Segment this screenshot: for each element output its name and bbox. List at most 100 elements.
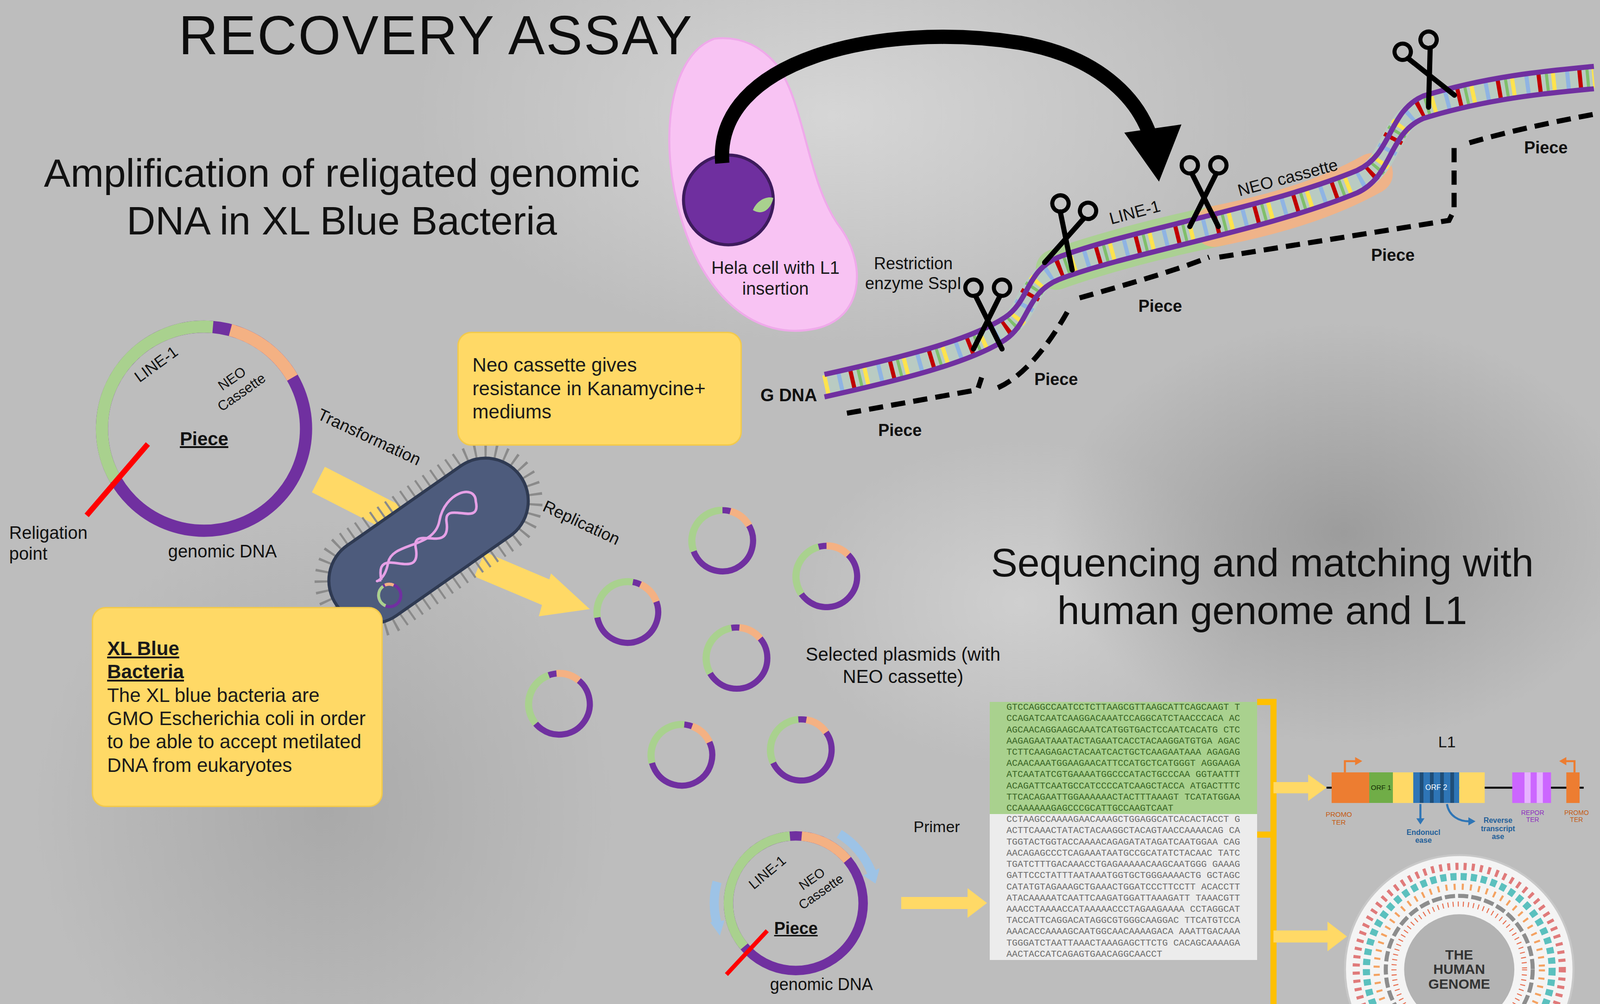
title-holder: RECOVERY ASSAY (178, 2, 694, 69)
art-use (687, 505, 759, 577)
genomic-dna-strand (824, 66, 1594, 398)
label-holder: genomic DNA (770, 974, 873, 995)
part-label: NEO Cassette (781, 854, 852, 917)
connector-line (1273, 930, 1329, 943)
piece-label: Piece (1371, 245, 1415, 266)
art-line (1419, 803, 1422, 820)
art-use (644, 717, 720, 793)
label-holder: PROMO TER (1325, 810, 1353, 827)
box-body: Neo cassette gives resistance in Kanamyc… (472, 353, 727, 424)
art-path (101, 326, 213, 480)
art-polygon (863, 868, 880, 884)
step-label: Replication (539, 495, 624, 549)
label-holder: PROMO TER (1564, 809, 1589, 824)
arrow-head (1327, 921, 1348, 952)
label-holder: NEO Cassette (781, 854, 852, 917)
dna-sequence: CCTAAGCCAAAAGAACAAAGCTGGAGGCATCACACTACCT… (989, 814, 1258, 961)
art-use (1391, 28, 1462, 111)
label-holder: G DNA (760, 385, 817, 407)
art-circle (1376, 886, 1543, 1004)
art-path (362, 486, 486, 586)
dna-sequence: GTCCAGGCCAATCCTCTTAAGCGTTAAGCATTCAGCAAGT… (989, 701, 1258, 815)
section-heading: Amplification of religated genomic DNA i… (40, 149, 643, 245)
sequence-panel: GTCCAGGCCAATCCTCTTAAGCGTTAAGCATTCAGCAAGT… (989, 701, 1258, 961)
art-circle (373, 579, 405, 611)
piece-dashes (847, 114, 1594, 414)
part-label: NEO Cassette (200, 353, 274, 418)
connector-arrow (1273, 921, 1348, 952)
art-path (752, 197, 774, 213)
orf-label: ORF 2 (1425, 784, 1448, 792)
gene-part-label: PROMO TER (1325, 810, 1353, 827)
art-use (706, 627, 768, 689)
label-holder: Replication (539, 495, 624, 549)
part-label: LINE-1 (1106, 196, 1163, 229)
art-use (1036, 193, 1098, 273)
plasmid-ring (81, 306, 327, 552)
label-holder: Endonucl ease (1403, 828, 1444, 845)
label-holder: Piece (1524, 138, 1568, 159)
gene-label: L1 (1438, 732, 1456, 752)
art-circle (1385, 895, 1533, 1004)
orf-label: ORF 1 (1371, 784, 1392, 792)
callout-label: Religation point (9, 522, 110, 565)
result-bracket (1257, 701, 1327, 1004)
scissors (965, 28, 1462, 349)
piece-label: Piece (1138, 296, 1183, 317)
step-label: Transformation (314, 404, 424, 470)
art-line (1257, 831, 1274, 838)
piece-label: Piece (878, 420, 922, 441)
label-holder: Reverse transcript ase (1475, 816, 1521, 842)
art-line (86, 443, 148, 516)
art-path (1447, 803, 1470, 822)
art-circle (683, 155, 774, 246)
cell-label: Hela cell with L1 insertion (706, 257, 846, 300)
enzyme-label: Restriction enzyme SspI (864, 253, 962, 294)
diagram-title: RECOVERY ASSAY (178, 2, 694, 69)
art-path (824, 77, 1594, 386)
art-path (721, 37, 1151, 164)
label-holder: L1 (1438, 732, 1456, 752)
part-label: NEO cassette (1235, 154, 1341, 201)
art-path (1219, 142, 1455, 258)
art-use (965, 279, 1011, 349)
connector-line (901, 897, 968, 910)
art-polygon (1124, 124, 1182, 182)
label-holder: Amplification of religated genomic DNA i… (40, 149, 643, 245)
gene-part-label: REPOR TER (1520, 809, 1545, 824)
label-holder: NEO cassette (1235, 154, 1341, 201)
art-use (588, 573, 667, 652)
art-rect (1536, 772, 1543, 804)
part-label: genomic DNA (770, 974, 873, 995)
art-circle (1403, 914, 1515, 1004)
part-label: Primer (913, 816, 961, 836)
genome-label: THE HUMAN GENOME (1419, 947, 1499, 992)
info-box: XL Blue BacteriaThe XL blue bacteria are… (91, 607, 383, 808)
label-holder: Religation point (9, 522, 110, 565)
art-circle (1393, 904, 1525, 1004)
box-heading: XL Blue Bacteria (107, 637, 214, 684)
part-label: genomic DNA (168, 541, 277, 563)
piece-label: Piece (179, 427, 229, 450)
art-rect (1566, 772, 1580, 804)
art-polygon (1354, 757, 1362, 766)
orf-box: ORF 2 (1413, 772, 1460, 804)
art-path (824, 77, 1594, 386)
info-box: Neo cassette gives resistance in Kanamyc… (457, 331, 742, 447)
art-polyline (1257, 701, 1274, 1004)
label-holder: LINE-1 (1106, 196, 1163, 229)
art-rect (1512, 772, 1552, 804)
label-holder: Sequencing and matching with human genom… (984, 538, 1541, 635)
gene-part-label: Reverse transcript ase (1475, 816, 1521, 842)
art-polygon (1416, 818, 1425, 825)
label-holder: Primer (913, 816, 961, 836)
art-path (824, 77, 1594, 386)
art-polygon (710, 920, 725, 936)
art-use (1181, 157, 1227, 227)
art-use (793, 543, 860, 610)
plasmid-circle: Piece (81, 306, 327, 552)
label-holder: NEO Cassette (200, 353, 274, 418)
art-path (824, 77, 1594, 386)
